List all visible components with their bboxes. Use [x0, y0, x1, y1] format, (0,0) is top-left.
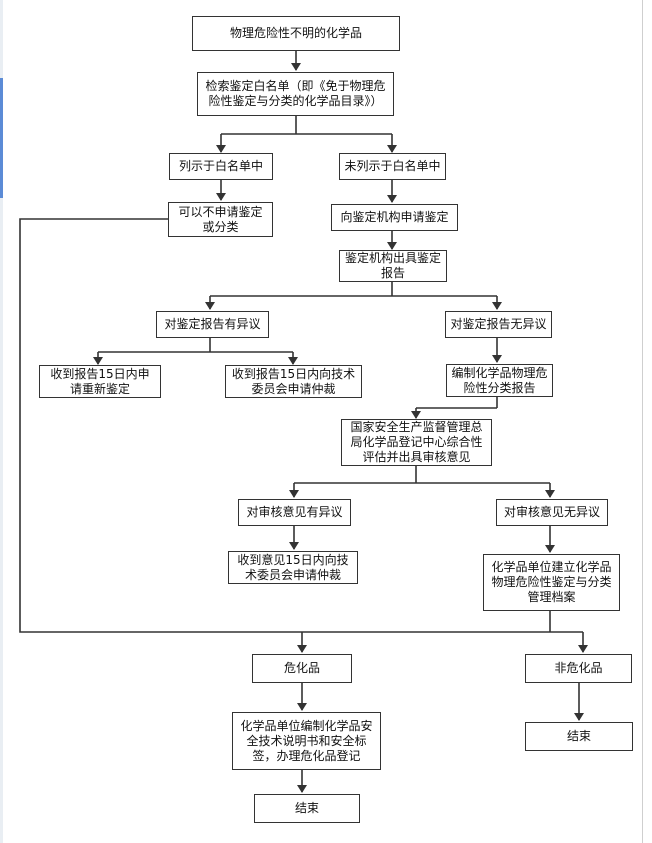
left-edge-strip	[0, 0, 3, 843]
node-report-objection: 对鉴定报告有异议	[156, 311, 269, 338]
node-compile-report: 编制化学品物理危 险性分类报告	[446, 364, 553, 397]
node-end-right: 结束	[525, 722, 633, 751]
node-apply-appraisal: 向鉴定机构申请鉴定	[331, 204, 458, 231]
node-start: 物理危险性不明的化学品	[192, 16, 400, 51]
node-reappraise: 收到报告15日内申 请重新鉴定	[39, 365, 161, 398]
node-arbitrate-report: 收到报告15日内向技术 委员会申请仲裁	[225, 365, 362, 398]
node-non-hazardous: 非危化品	[525, 654, 632, 683]
node-report-no-objection: 对鉴定报告无异议	[445, 311, 552, 338]
node-listed: 列示于白名单中	[169, 153, 273, 180]
node-hazardous: 危化品	[252, 654, 352, 683]
node-review-no-objection: 对审核意见无异议	[496, 499, 608, 526]
node-review-center: 国家安全生产监督管理总 局化学品登记中心综合性 评估并出具审核意见	[341, 419, 492, 466]
node-search-whitelist: 检索鉴定白名单（即《免于物理危 险性鉴定与分类的化学品目录》）	[197, 72, 394, 116]
node-appraisal-report: 鉴定机构出具鉴定 报告	[339, 250, 447, 282]
node-review-objection: 对审核意见有异议	[238, 499, 351, 526]
right-edge-line	[642, 0, 643, 843]
node-register: 化学品单位编制化学品安 全技术说明书和安全标 签，办理危化品登记	[232, 712, 381, 770]
left-edge-accent	[0, 78, 3, 198]
node-end-left: 结束	[254, 794, 360, 823]
node-archive: 化学品单位建立化学品 物理危险性鉴定与分类 管理档案	[483, 554, 620, 611]
node-may-skip: 可以不申请鉴定 或分类	[168, 202, 273, 237]
node-not-listed: 未列示于白名单中	[339, 153, 446, 180]
node-arbitrate-review: 收到意见15日内向技 术委员会申请仲裁	[228, 551, 358, 584]
